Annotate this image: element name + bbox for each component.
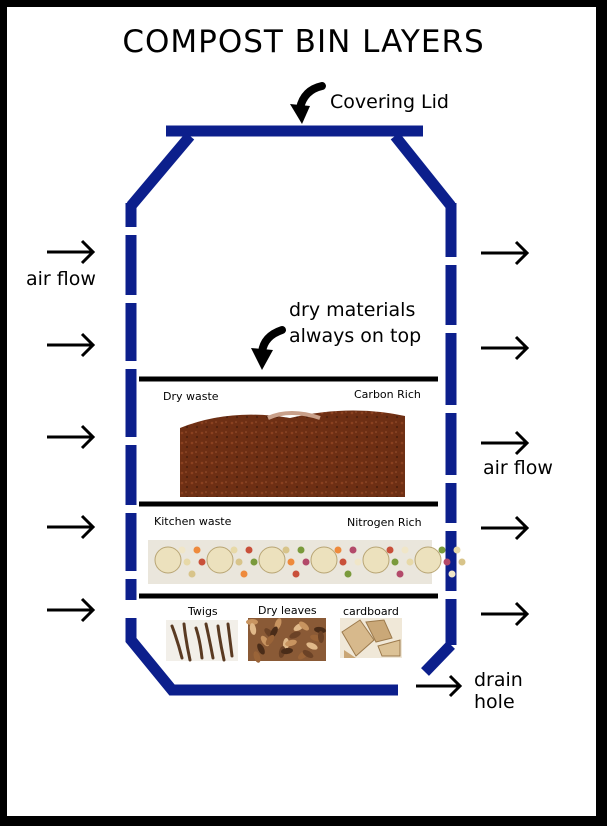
air-in-arrow-5 [47, 597, 96, 623]
air-flow-right-label: air flow [483, 457, 553, 479]
layer-label-cardboard: cardboard [343, 605, 399, 618]
dry-note-pointer-arrow [251, 326, 286, 370]
dry-note-line2: always on top [289, 325, 422, 347]
drain-arrow [416, 674, 463, 698]
drain-label-line2: hole [474, 691, 515, 713]
dry-waste-image [180, 410, 405, 497]
air-flow-left-label: air flow [26, 268, 96, 290]
bin-right-shoulder [390, 132, 456, 210]
cardboard-image [340, 618, 402, 658]
air-in-arrow-2 [47, 332, 96, 358]
layer-label-carbon-rich: Carbon Rich [354, 388, 421, 401]
arrows [47, 239, 530, 698]
layer-label-nitrogen-rich: Nitrogen Rich [347, 516, 422, 529]
layer-label-kitchen-waste: Kitchen waste [154, 515, 232, 528]
air-out-arrow-3 [481, 430, 530, 456]
page-background [7, 7, 596, 816]
air-out-arrow-5 [481, 601, 530, 627]
air-out-arrow-2 [481, 335, 530, 361]
lid-pointer-arrow [290, 82, 326, 124]
twigs-image [166, 620, 238, 662]
kitchen-waste-image [148, 540, 466, 584]
layer-label-dry-waste: Dry waste [163, 390, 219, 403]
layer-label-dry-leaves: Dry leaves [258, 604, 317, 617]
air-out-arrow-1 [481, 240, 530, 266]
drain-label-line1: drain [474, 669, 523, 691]
air-in-arrow-3 [47, 424, 96, 450]
bin-left-shoulder [126, 132, 195, 210]
bin-drain-edge [421, 641, 455, 676]
air-out-arrow-4 [481, 515, 530, 541]
diagram-title: COMPOST BIN LAYERS [122, 24, 485, 60]
dry-note-line1: dry materials [289, 299, 416, 321]
lid-label: Covering Lid [330, 91, 449, 113]
layer-dividers [139, 376, 438, 599]
bin-bottom [125, 618, 398, 696]
air-in-arrow-1 [47, 239, 96, 265]
dry-leaves-image [246, 618, 326, 663]
air-in-arrow-4 [47, 514, 96, 540]
layer-label-twigs: Twigs [188, 605, 218, 618]
